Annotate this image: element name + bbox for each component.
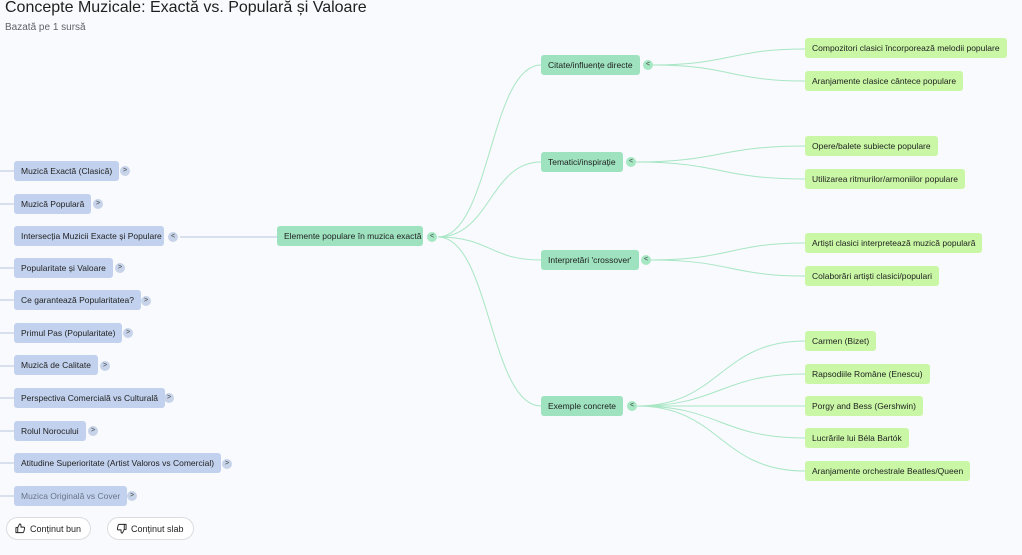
left-node[interactable]: Muzică Populară bbox=[14, 194, 92, 214]
link-root-branch bbox=[437, 236, 542, 407]
expand-toggle[interactable]: > bbox=[115, 263, 125, 273]
branch-node[interactable]: Citate/influențe directe bbox=[541, 55, 640, 75]
leaf-node[interactable]: Rapsodiile Române (Enescu) bbox=[805, 364, 930, 384]
left-node[interactable]: Muzică de Calitate bbox=[14, 355, 98, 375]
link-branch-leaf bbox=[651, 48, 806, 66]
left-node[interactable]: Perspectiva Comercială vs Culturală bbox=[14, 388, 165, 408]
leaf-node[interactable]: Porgy and Bess (Gershwin) bbox=[805, 396, 923, 416]
link-branch-leaf bbox=[651, 64, 806, 82]
link-branch-leaf bbox=[636, 340, 806, 407]
leaf-node[interactable]: Aranjamente orchestrale Beatles/Queen bbox=[805, 461, 971, 481]
link-root-branch bbox=[437, 161, 542, 238]
expand-toggle[interactable]: > bbox=[127, 491, 137, 501]
thumbs-up-icon bbox=[15, 520, 26, 534]
left-node[interactable]: Popularitate și Valoare bbox=[14, 258, 113, 278]
good-content-button[interactable]: Conținut bun bbox=[6, 517, 92, 540]
expand-toggle[interactable]: > bbox=[100, 361, 110, 371]
link-branch-leaf bbox=[636, 405, 806, 472]
leaf-node[interactable]: Opere/balete subiecte populare bbox=[805, 136, 938, 156]
branch-node[interactable]: Exemple concrete bbox=[541, 396, 624, 416]
left-node[interactable]: Primul Pas (Popularitate) bbox=[14, 323, 123, 343]
bad-content-label: Conținut slab bbox=[131, 524, 184, 534]
link-branch-leaf bbox=[636, 405, 806, 439]
leaf-node[interactable]: Artiști clasici interpretează muzică pop… bbox=[805, 233, 983, 253]
leaf-node[interactable]: Lucrările lui Béla Bartók bbox=[805, 428, 909, 448]
left-node[interactable]: Atitudine Superioritate (Artist Valoros … bbox=[14, 453, 222, 473]
root-node[interactable]: Elemente populare în muzica exactă bbox=[277, 226, 423, 246]
collapse-toggle[interactable]: < bbox=[626, 157, 636, 167]
link-root-branch bbox=[437, 236, 542, 261]
left-node[interactable]: Muzica Originală vs Cover bbox=[14, 486, 128, 506]
leaf-node[interactable]: Carmen (Bizet) bbox=[805, 331, 877, 351]
leaf-node[interactable]: Aranjamente clasice cântece populare bbox=[805, 71, 964, 91]
bad-content-button[interactable]: Conținut slab bbox=[107, 517, 194, 540]
expand-toggle[interactable]: > bbox=[93, 199, 103, 209]
good-content-label: Conținut bun bbox=[30, 524, 82, 534]
link-branch-leaf bbox=[635, 145, 806, 163]
page-title: Concepte Muzicale: Exactă vs. Populară ș… bbox=[5, 0, 367, 16]
expand-toggle[interactable]: > bbox=[164, 393, 174, 403]
collapse-toggle[interactable]: < bbox=[643, 60, 653, 70]
expand-toggle[interactable]: > bbox=[123, 328, 133, 338]
collapse-toggle[interactable]: < bbox=[641, 255, 651, 265]
expand-toggle[interactable]: > bbox=[222, 459, 232, 469]
collapse-toggle[interactable]: < bbox=[427, 232, 437, 242]
branch-node[interactable]: Tematici/inspirație bbox=[541, 152, 623, 172]
left-node[interactable]: Intersecția Muzicii Exacte și Populare bbox=[14, 226, 164, 246]
left-node[interactable]: Muzică Exactă (Clasică) bbox=[14, 161, 120, 181]
branch-node[interactable]: Interpretări 'crossover' bbox=[541, 250, 639, 270]
leaf-node[interactable]: Compozitori clasici încorporează melodii… bbox=[805, 38, 1007, 58]
collapse-toggle[interactable]: < bbox=[627, 401, 637, 411]
leaf-node[interactable]: Utilizarea ritmurilor/armoniilor popular… bbox=[805, 169, 965, 189]
left-node[interactable]: Ce garantează Popularitatea? bbox=[14, 290, 141, 310]
link-branch-leaf bbox=[636, 373, 806, 407]
leaf-node[interactable]: Colaborări artiști clasici/populari bbox=[805, 266, 939, 286]
link-branch-leaf bbox=[650, 242, 806, 261]
link-root-branch bbox=[437, 64, 542, 238]
left-node[interactable]: Rolul Norocului bbox=[14, 421, 86, 441]
expand-toggle[interactable]: > bbox=[141, 296, 151, 306]
collapse-toggle[interactable]: < bbox=[168, 232, 178, 242]
expand-toggle[interactable]: > bbox=[88, 426, 98, 436]
thumbs-down-icon bbox=[116, 520, 127, 534]
expand-toggle[interactable]: > bbox=[120, 166, 130, 176]
link-branch-leaf bbox=[650, 259, 806, 277]
link-branch-leaf bbox=[635, 161, 806, 180]
source-count: Bazată pe 1 sursă bbox=[5, 22, 86, 33]
